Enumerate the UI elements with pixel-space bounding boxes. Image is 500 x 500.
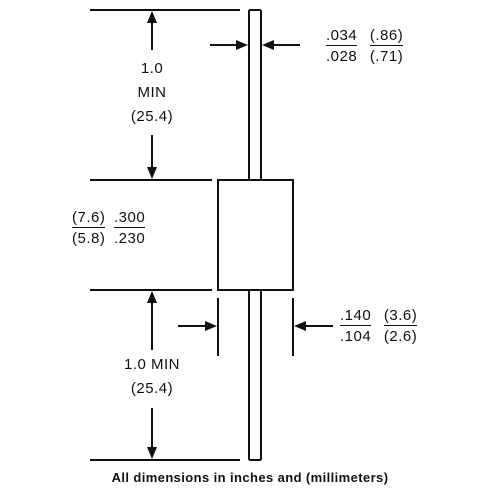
arrowhead-lead-dia-left	[236, 40, 248, 50]
body-dia-inch-max: .140	[340, 307, 372, 326]
bottom-lead-length-value: 1.0 MIN	[123, 356, 180, 373]
body-length-label: (7.6) .300 (5.8) .230	[72, 209, 146, 247]
body-length-inch-min: .230	[114, 230, 146, 247]
top-lead-length-mm: (25.4)	[130, 108, 174, 125]
body-dia-mm-max: (3.6)	[383, 307, 418, 326]
bottom-lead-length-label: 1.0 MIN (25.4)	[100, 356, 204, 397]
bottom-lead-length-mm: (25.4)	[130, 380, 174, 397]
top-lead-length-label: 1.0 MIN (25.4)	[112, 60, 192, 125]
top-lead-length-qualifier: MIN	[137, 84, 167, 101]
arrowhead-body-dia-left	[205, 321, 217, 331]
lead-dia-inch-max: .034	[326, 27, 358, 46]
arrowhead-bottom-lead-up	[147, 291, 157, 303]
body-dia-mm-min: (2.6)	[383, 328, 418, 345]
component-body	[217, 179, 294, 291]
body-length-mm-min: (5.8)	[72, 230, 106, 247]
body-length-inch-max: .300	[114, 209, 146, 228]
arrowhead-bottom-lead-down	[147, 447, 157, 459]
lead-dia-inch-min: .028	[326, 48, 358, 65]
top-lead-length-value: 1.0	[140, 60, 164, 77]
lead-dia-mm-max: (.86)	[369, 27, 404, 46]
lead-diameter-label: .034 (.86) .028 (.71)	[326, 27, 404, 65]
arrowhead-top-lead-down	[147, 167, 157, 179]
body-length-mm-max: (7.6)	[72, 209, 106, 228]
lead-dia-mm-min: (.71)	[369, 48, 404, 65]
dimensions-note: All dimensions in inches and (millimeter…	[111, 470, 389, 485]
arrowhead-body-dia-right	[294, 321, 306, 331]
arrowhead-top-lead-up	[147, 11, 157, 23]
body-diameter-label: .140 (3.6) .104 (2.6)	[340, 307, 418, 345]
body-dia-inch-min: .104	[340, 328, 372, 345]
arrowhead-lead-dia-right	[262, 40, 274, 50]
